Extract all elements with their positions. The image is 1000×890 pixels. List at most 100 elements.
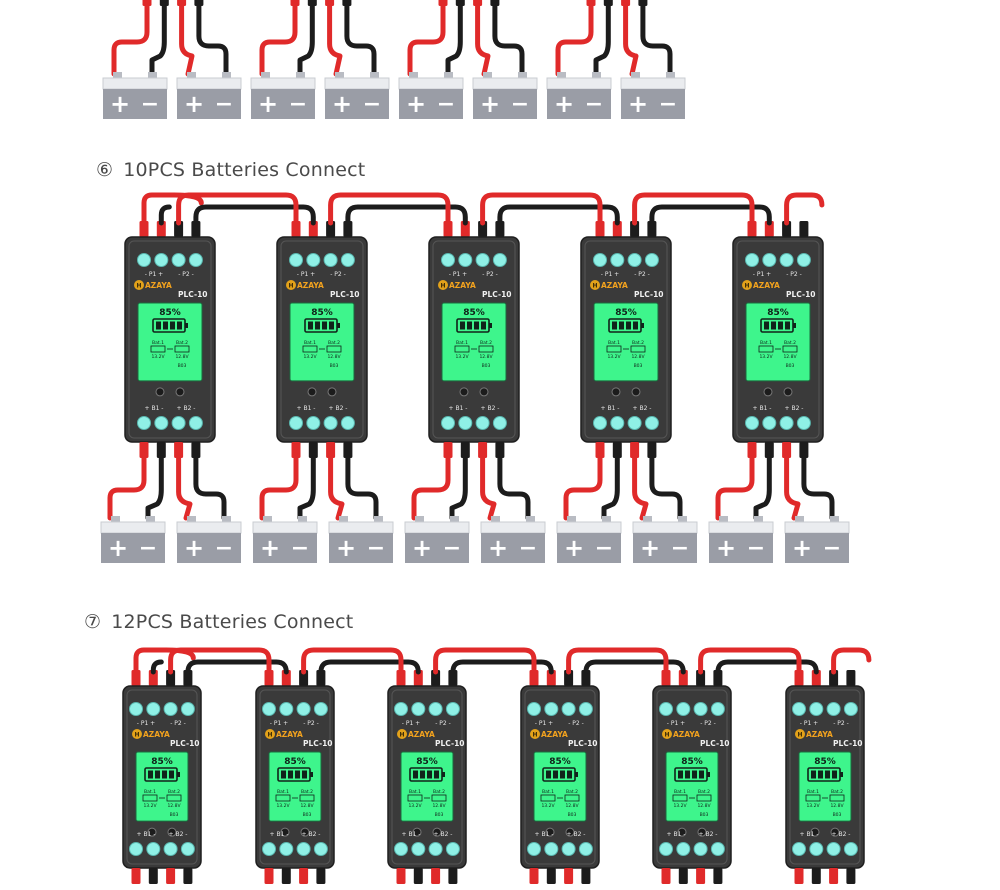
battery-minus-sign: − <box>215 536 233 561</box>
terminal-top-icon <box>289 253 303 267</box>
brand-logo-icon <box>795 729 805 739</box>
negative-cable <box>445 1 463 77</box>
positive-cable <box>480 453 497 521</box>
cable-plug <box>478 221 488 237</box>
lcd-screen <box>135 751 189 822</box>
cable-plug <box>764 442 774 458</box>
cable-plug <box>396 868 406 884</box>
lcd-screen <box>441 302 507 382</box>
brand-logo-icon <box>530 729 540 739</box>
brand-name: AZAYA <box>806 730 833 739</box>
bat1-voltage: 13.2V <box>806 803 820 809</box>
terminal-top-icon <box>809 702 824 716</box>
battery: +− <box>324 72 390 119</box>
cable-plug <box>460 221 470 237</box>
lcd-screen <box>798 751 852 822</box>
battery-plus-sign: + <box>110 90 130 118</box>
bridge-cable-negative <box>583 659 686 675</box>
battery-lid <box>784 521 850 534</box>
battery-percent: 85% <box>814 757 836 767</box>
terminal-top-icon <box>644 253 659 267</box>
port-label-b1: + B1 - <box>402 831 421 838</box>
terminal-top-icon <box>441 253 455 267</box>
bat1-mini-icon <box>606 345 622 353</box>
bat2-voltage: 12.8V <box>783 354 797 360</box>
brand-logo-initial: H <box>288 283 293 290</box>
cable-plug <box>281 670 291 686</box>
bat2-voltage: 12.8V <box>300 803 314 809</box>
bat2-label: Bat.2 <box>566 789 578 795</box>
battery: +− <box>176 516 242 563</box>
gauge-bar <box>818 770 823 779</box>
negative-cable <box>193 453 227 521</box>
terminal-top-icon <box>796 253 811 267</box>
cable-plug <box>564 670 574 686</box>
battery: +− <box>708 516 774 563</box>
cable-plug <box>799 221 809 237</box>
negative-cable <box>801 453 835 521</box>
battery-post-positive <box>643 516 652 524</box>
terminal-bottom-icon <box>428 842 443 856</box>
positive-cable <box>327 1 343 77</box>
bridge-cable-negative <box>649 204 772 226</box>
terminal-top-icon <box>627 253 642 267</box>
battery-minus-sign: − <box>363 92 381 117</box>
bat1-label: Bat.1 <box>277 789 289 795</box>
battery-post-negative <box>146 516 155 524</box>
battery-lid <box>556 521 622 534</box>
terminal-bottom-icon <box>561 842 576 856</box>
battery-body <box>253 533 317 563</box>
battery-minus-sign: − <box>595 536 613 561</box>
gauge-bar <box>434 770 439 779</box>
device-code: B03 <box>482 363 491 369</box>
cable-plug <box>291 442 301 458</box>
terminal-bottom-icon <box>809 842 824 856</box>
bridge-cable-negative <box>715 659 819 675</box>
bat2-voltage: 12.8V <box>697 803 711 809</box>
battery: +− <box>250 72 316 119</box>
device-button-icon <box>300 827 310 837</box>
battery-gauge-tip <box>575 772 578 777</box>
brand-name: AZAYA <box>143 730 170 739</box>
gauge-bar <box>427 770 432 779</box>
battery-plus-sign: + <box>260 534 280 562</box>
brand-name: AZAYA <box>601 281 628 290</box>
gauge-bar <box>553 770 558 779</box>
terminal-bottom-icon <box>843 842 858 856</box>
bridge-cable-positive <box>632 192 755 226</box>
cable-plug <box>696 670 706 686</box>
cable-plug <box>148 670 158 686</box>
cable-plug <box>647 221 657 237</box>
terminal-bottom-icon <box>659 842 673 856</box>
cable-plug <box>166 670 176 686</box>
bat1-label: Bat.1 <box>152 340 164 346</box>
port-label-p1: - P1 + <box>402 720 420 727</box>
battery-lid <box>328 521 394 534</box>
cable-plug <box>661 868 671 884</box>
battery: +− <box>480 516 546 563</box>
terminal-top-icon <box>792 702 806 716</box>
battery-post-positive <box>415 516 424 524</box>
bat1-voltage: 13.2V <box>143 803 157 809</box>
terminal-bottom-icon <box>289 416 303 430</box>
terminal-top-icon <box>693 702 708 716</box>
device-code: B03 <box>568 812 577 818</box>
terminal-bottom-icon <box>323 416 338 430</box>
terminal-top-icon <box>610 253 625 267</box>
cable-plug <box>581 670 591 686</box>
terminal-top-icon <box>779 253 794 267</box>
bat1-label: Bat.1 <box>304 340 316 346</box>
battery-body <box>621 89 685 119</box>
brand-logo-initial: H <box>399 732 404 739</box>
battery-minus-sign: − <box>141 92 159 117</box>
cable-plug <box>264 670 274 686</box>
battery-gauge-tip <box>337 323 340 328</box>
battery-body <box>481 533 545 563</box>
gauge-bar <box>322 321 327 330</box>
port-label-b1: + B1 - <box>449 405 468 412</box>
port-label-b2: + B2 - <box>785 405 804 412</box>
